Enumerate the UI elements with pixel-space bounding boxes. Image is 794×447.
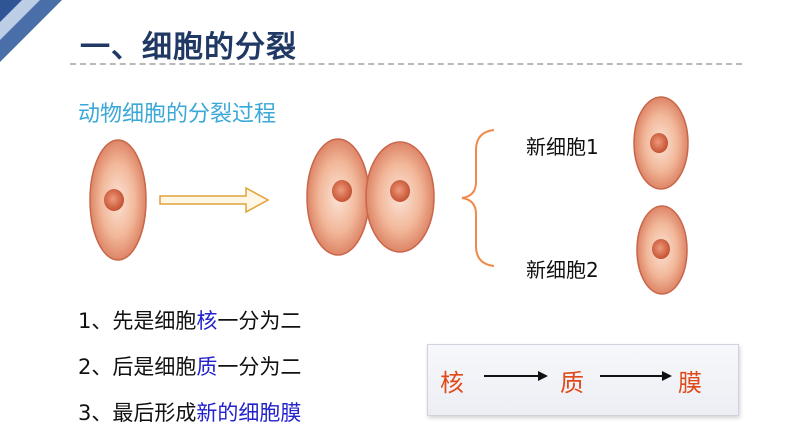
step-1-text: 先是细胞 [112,309,197,333]
page-title: 一、细胞的分裂 [80,30,297,65]
flow-arrow-1 [484,371,548,381]
new-cell-2-nucleus [652,239,670,259]
step-1: 1、先是细胞核一分为二 [78,305,301,335]
title-divider [70,63,742,65]
step-3-highlight: 新的细胞膜 [196,401,302,425]
step-3-number: 3、 [78,401,113,425]
step-1-highlight: 核 [196,309,218,333]
new-cell-1-label: 新细胞1 [526,135,599,159]
new-cell-2 [636,205,688,295]
flow-arrow-2 [600,371,672,381]
step-1-text-end: 一分为二 [217,309,302,333]
division-arrow [159,186,270,214]
new-cell-2-label: 新细胞2 [526,258,599,282]
dividing-cell [306,138,435,256]
flow-membrane: 膜 [678,369,702,397]
result-bracket [461,129,495,267]
step-2-highlight: 质 [196,355,218,379]
division-order-box: 核 质 膜 [427,344,739,416]
step-1-number: 1、 [78,309,113,333]
flow-cytoplasm: 质 [560,369,584,397]
new-cell-1-nucleus [650,133,668,153]
step-3: 3、最后形成新的细胞膜 [78,397,301,427]
original-cell [89,139,147,261]
step-2-text: 后是细胞 [112,355,197,379]
step-2-number: 2、 [78,355,113,379]
dividing-cell-nucleus-left [332,180,352,202]
flow-nucleus: 核 [440,369,464,397]
step-2-text-end: 一分为二 [217,355,302,379]
step-3-text: 最后形成 [112,401,197,425]
original-cell-nucleus [104,189,124,211]
corner-decoration [0,0,62,62]
new-cell-1 [633,96,689,190]
step-2: 2、后是细胞质一分为二 [78,351,301,381]
diagram-subtitle: 动物细胞的分裂过程 [78,102,277,127]
dividing-cell-nucleus-right [390,180,410,202]
